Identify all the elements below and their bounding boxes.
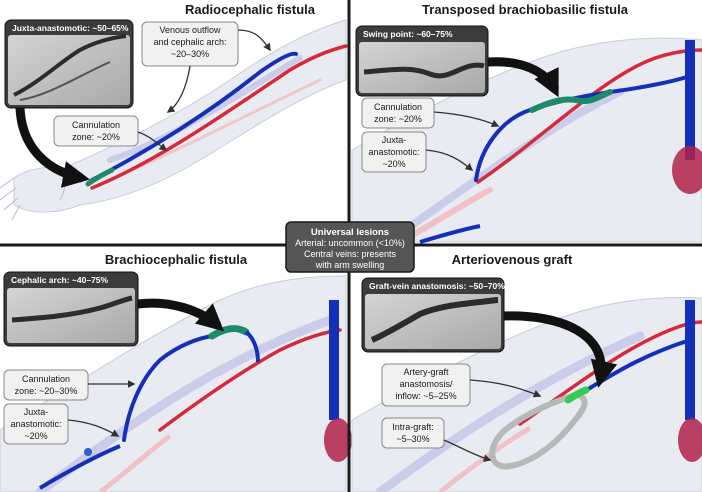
hand-outline xyxy=(0,167,66,221)
panel-radiocephalic: Radiocephalic fistula Juxta-anastomotic:… xyxy=(0,2,348,221)
panel-title: Brachiocephalic fistula xyxy=(105,252,248,267)
swing-point-lesion xyxy=(529,89,613,113)
callout-artery-graft: Artery-graft anastomosis/ inflow: ~5–25% xyxy=(381,363,542,407)
inset-pointer-arrow xyxy=(137,298,225,332)
inset-pointer-arrow xyxy=(503,311,618,388)
svg-text:Intra-graft:: Intra-graft: xyxy=(392,422,434,432)
lower-vein xyxy=(38,444,121,490)
heart xyxy=(678,418,702,462)
callout-cannulation-zone: Cannulation zone: ~20–30% xyxy=(3,369,136,401)
cephalic-vein xyxy=(122,334,214,442)
svg-text:Venous outflow: Venous outflow xyxy=(159,25,221,35)
inset-label: Swing point: ~60–75% xyxy=(363,29,453,39)
deep-vessel xyxy=(386,88,624,244)
angiogram-inset: Juxta-anastomotic: ~50–65% xyxy=(4,19,134,109)
callout-juxta-anastomotic: Juxta- anastomotic: ~20% xyxy=(3,403,120,445)
svg-text:~20%: ~20% xyxy=(382,159,405,169)
callout-juxta-anastomotic: Juxta- anastomotic: ~20% xyxy=(361,131,474,173)
callout-venous-outflow: Venous outflow and cephalic arch: ~20–30… xyxy=(141,21,271,113)
inset-label: Juxta-anastomotic: ~50–65% xyxy=(12,23,129,33)
callout-cannulation-zone: Cannulation zone: ~20% xyxy=(53,115,168,151)
puncture-marker xyxy=(84,448,92,456)
svg-text:zone: ~20–30%: zone: ~20–30% xyxy=(15,386,78,396)
graft-vein-lesion xyxy=(564,386,590,404)
svg-text:Juxta-: Juxta- xyxy=(24,407,49,417)
svg-text:anastomotic:: anastomotic: xyxy=(368,147,419,157)
svg-text:and cephalic arch:: and cephalic arch: xyxy=(153,37,226,47)
panel-brachiocephalic: Brachiocephalic fistula Cephalic arch: ~… xyxy=(0,252,352,492)
inset-pointer-arrow xyxy=(15,107,90,188)
radial-artery xyxy=(90,44,348,190)
panel-title: Radiocephalic fistula xyxy=(185,2,316,17)
universal-lesions-box: Universal lesions Arterial: uncommon (<1… xyxy=(285,221,415,273)
svg-text:~20–30%: ~20–30% xyxy=(171,49,209,59)
universal-line-2: Central veins: presents xyxy=(304,249,397,259)
svg-text:Artery-graft: Artery-graft xyxy=(403,367,449,377)
heart xyxy=(324,418,352,462)
callout-cannulation-zone: Cannulation zone: ~20% xyxy=(361,97,500,129)
inset-pointer-arrow xyxy=(487,57,560,98)
panel-transposed: Transposed brachiobasilic fistula Swing … xyxy=(351,2,702,245)
universal-line-3: with arm swelling xyxy=(315,260,385,270)
panel-graft: Arteriovenous graft Graft-vein anastomos… xyxy=(351,252,702,492)
cephalic-arch-lesion xyxy=(208,325,250,340)
universal-title: Universal lesions xyxy=(311,227,389,238)
svg-text:Cannulation: Cannulation xyxy=(72,120,120,130)
brachial-artery-faint xyxy=(98,433,172,492)
svg-text:inflow: ~5–25%: inflow: ~5–25% xyxy=(395,391,456,401)
svg-text:~5–30%: ~5–30% xyxy=(396,434,429,444)
svg-text:Juxta-: Juxta- xyxy=(382,135,407,145)
angiogram-inset: Graft-vein anastomosis: ~50–70% xyxy=(361,277,505,353)
panel-title: Arteriovenous graft xyxy=(452,252,573,267)
inset-label: Cephalic arch: ~40–75% xyxy=(11,275,109,285)
svg-text:Cannulation: Cannulation xyxy=(374,102,422,112)
callout-intra-graft: Intra-graft: ~5–30% xyxy=(381,417,492,463)
svg-text:Cannulation: Cannulation xyxy=(22,374,70,384)
graft-loop xyxy=(489,392,588,470)
brachial-artery xyxy=(476,48,702,184)
svg-text:~20%: ~20% xyxy=(24,431,47,441)
cephalic-vein xyxy=(90,51,298,182)
svg-text:anastomotic:: anastomotic: xyxy=(10,419,61,429)
outflow-vein xyxy=(578,338,692,396)
svg-text:zone: ~20%: zone: ~20% xyxy=(374,114,422,124)
universal-line-1: Arterial: uncommon (<10%) xyxy=(295,238,405,248)
svg-text:zone: ~20%: zone: ~20% xyxy=(72,132,120,142)
heart xyxy=(672,146,702,194)
svg-text:anastomosis/: anastomosis/ xyxy=(399,379,453,389)
juxta-anastomotic-lesion xyxy=(85,167,115,187)
brachial-artery xyxy=(158,328,342,432)
cephalic-arch-vein xyxy=(244,330,260,363)
panel-title: Transposed brachiobasilic fistula xyxy=(422,2,629,17)
angiogram-inset: Cephalic arch: ~40–75% xyxy=(3,271,139,347)
lower-vein xyxy=(419,224,481,244)
inset-label: Graft-vein anastomosis: ~50–70% xyxy=(369,281,505,291)
angiogram-inset: Swing point: ~60–75% xyxy=(355,25,489,97)
